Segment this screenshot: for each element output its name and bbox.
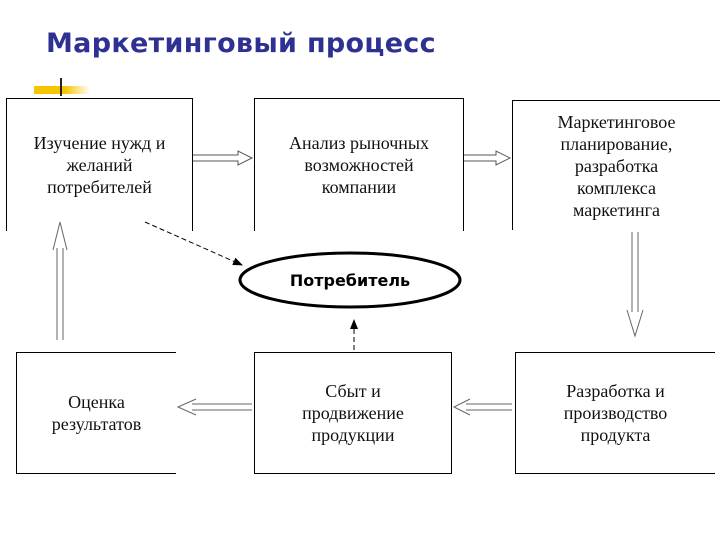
box-line: Маркетинговое [557,111,676,132]
arrow-b4-b5 [452,398,512,416]
box-line: комплекса [577,177,656,198]
box-line: Анализ рыночных [288,133,430,153]
arrow-b2-b3 [464,150,512,166]
title-accent-tick [60,78,62,96]
arrow-b1-b2 [193,150,254,166]
arrow-b3-b4 [626,232,644,338]
box-line: компании [321,177,397,197]
arrow-b6-b1 [52,221,68,340]
box-line: Сбыт и [325,381,381,401]
box-line: продукции [311,425,395,445]
box-marketing-planning: Маркетинговое планирование, разработка к… [512,100,720,230]
box-line: потребителей [47,177,152,197]
box-line: планирование, [560,133,673,154]
box-line: Разработка и [566,381,665,401]
box-line: продвижение [302,403,404,423]
page-title: Маркетинговый процесс [46,28,436,59]
box-sales-promotion: Сбыт и продвижение продукции [254,352,452,474]
box-consumer-needs: Изучение нужд и желаний потребителей [6,98,193,231]
box-product-development: Разработка и производство продукта [515,352,715,474]
box-line: результатов [51,414,142,434]
box-line: разработка [574,155,659,176]
box-results-evaluation: Оценка результатов [16,352,176,474]
arrow-b5-b6 [176,398,252,416]
box-line: возможностей [304,155,414,175]
consumer-label: Потребитель [289,270,411,290]
box-line: продукта [580,425,651,445]
box-line: Оценка [68,392,125,412]
title-accent-bar [34,86,90,94]
box-line: производство [563,403,668,423]
box-market-analysis: Анализ рыночных возможностей компании [254,98,464,231]
box-line: Изучение нужд и [33,133,166,153]
arrow-b1-consumer [144,221,243,266]
consumer-ellipse [238,251,462,309]
box-line: желаний [66,155,133,175]
box-line: маркетинга [572,199,661,220]
